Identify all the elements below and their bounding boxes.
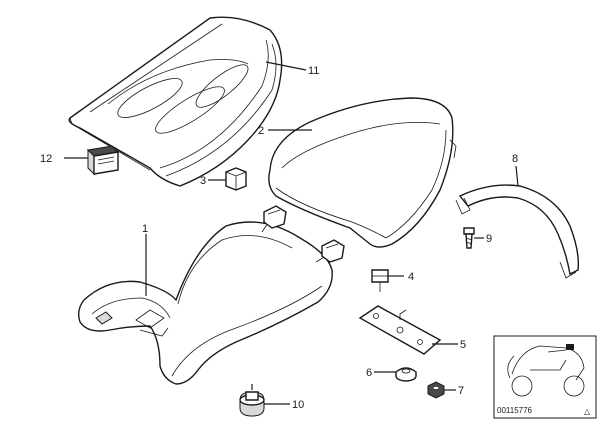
callout-9: 9 <box>486 233 492 245</box>
part-7-nut[interactable] <box>427 381 445 399</box>
part-6-grommet[interactable] <box>395 367 417 382</box>
part-12-rubber-block[interactable] <box>86 145 120 176</box>
part-9-screw[interactable] <box>463 227 475 249</box>
callout-1: 1 <box>142 223 148 235</box>
seat-connector-plug-a[interactable] <box>261 205 287 233</box>
part-8-grab-strap[interactable] <box>455 184 580 279</box>
callout-6: 6 <box>366 367 372 379</box>
callout-2: 2 <box>258 125 264 137</box>
part-11-rear-seat-pad[interactable] <box>68 16 283 187</box>
callout-12: 12 <box>40 153 52 165</box>
part-5-bracket[interactable] <box>358 305 442 355</box>
thumbnail-code: 00115776 <box>497 406 533 415</box>
callout-3: 3 <box>200 175 206 187</box>
part-2-passenger-seat[interactable] <box>268 97 457 248</box>
motorcycle-icon <box>507 344 585 397</box>
leader-lines <box>64 61 519 405</box>
part-10-rubber-buffer[interactable] <box>239 391 265 417</box>
part-1-rider-seat[interactable] <box>77 221 333 385</box>
thumbnail-corner-mark: △ <box>584 407 591 416</box>
callout-4: 4 <box>408 271 414 283</box>
motorcycle-thumbnail: 00115776 △ <box>493 335 597 419</box>
callout-7: 7 <box>458 385 464 397</box>
callout-8: 8 <box>512 153 518 165</box>
callout-11: 11 <box>308 65 319 77</box>
part-4-buffer-stud[interactable] <box>371 269 389 292</box>
part-3-buffer[interactable] <box>225 167 247 191</box>
callout-10: 10 <box>292 399 304 411</box>
seat-connector-plug-b[interactable] <box>315 239 345 263</box>
callout-5: 5 <box>460 339 466 351</box>
